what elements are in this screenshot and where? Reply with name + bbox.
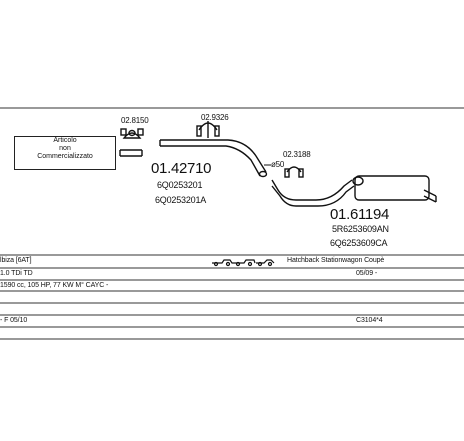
clamp-mid-code[interactable]: 02.9326 xyxy=(201,113,229,122)
hatchback-icon xyxy=(212,259,234,264)
front-pipe-oem: 6Q0253201A xyxy=(155,195,207,205)
discontinued-notice: Articolo non Commercializzato xyxy=(14,136,116,170)
vehicle-from-date: 05/09 - xyxy=(356,270,378,277)
vehicle-body-types: Hatchback Stationwagon Coupè xyxy=(287,257,385,264)
front-pipe-code[interactable]: 01.42710 xyxy=(151,160,212,177)
body-type-icons xyxy=(212,259,275,267)
front-pipe-oem: 6Q0253201 xyxy=(157,180,203,190)
rear-silencer-oem: 5R6253609AN xyxy=(332,224,389,234)
vehicle-validity: - F 05/10 xyxy=(0,317,28,324)
notice-line: Articolo xyxy=(53,137,77,144)
clamp-right-drawing xyxy=(284,166,304,178)
stationwagon-icon xyxy=(234,259,256,264)
vehicle-engine: 1.0 TDi TD xyxy=(0,270,33,277)
vehicle-spec: 1590 cc, 105 HP, 77 KW M° CAYC - xyxy=(0,282,109,289)
clamp-left-drawing xyxy=(120,128,144,139)
pipe-diameter-label: ø50 xyxy=(271,160,285,169)
front-pipe-drawing xyxy=(159,139,268,178)
front-pipe-stub xyxy=(119,149,143,157)
vehicle-ref: C3104*4 xyxy=(356,317,383,324)
clamp-right-code[interactable]: 02.3188 xyxy=(283,150,311,159)
clamp-mid-drawing xyxy=(196,121,220,138)
rear-silencer-code[interactable]: 01.61194 xyxy=(330,206,390,223)
rear-silencer-drawing xyxy=(271,175,437,207)
clamp-left-code[interactable]: 02.8150 xyxy=(121,116,149,125)
notice-line: non xyxy=(59,145,71,152)
rear-silencer-oem: 6Q6253609CA xyxy=(330,238,388,248)
notice-line: Commercializzato xyxy=(37,153,93,160)
vehicle-model: lbiza [6AT] xyxy=(0,257,32,264)
